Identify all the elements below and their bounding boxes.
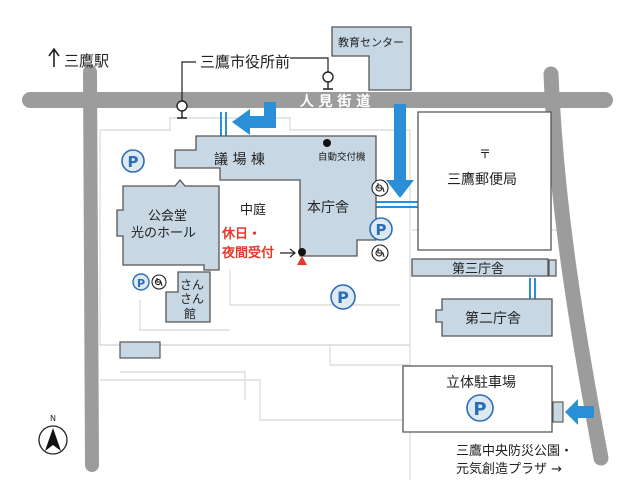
- annex-3: 第三庁舎: [411, 258, 557, 277]
- education-center-label: 教育センター: [338, 35, 404, 49]
- annex-2: 第二庁舎: [435, 298, 553, 337]
- bus-stop-icon: [322, 71, 334, 90]
- road-right: [543, 66, 609, 466]
- reception-marker: [298, 248, 306, 256]
- annex3-label: 第三庁舎: [452, 262, 504, 277]
- wheelchair-icon: [371, 244, 389, 262]
- svg-text:P: P: [376, 221, 387, 239]
- street-label: 人 見 街 道: [300, 93, 371, 110]
- parking-icon: P: [330, 284, 356, 310]
- kiosk-label: 自動交付機: [318, 151, 366, 163]
- sansan-kan: さん さん 館: [165, 271, 211, 323]
- holiday-label-2: 夜間受付: [221, 245, 274, 261]
- sansan-label-2: さん: [180, 292, 204, 306]
- kiosk-marker: [323, 139, 331, 147]
- entry-arrow-icon: [232, 102, 276, 135]
- svg-text:P: P: [473, 399, 486, 420]
- parking-markers: P P P P P: [121, 149, 494, 422]
- city-hall-bus-stop: 三鷹市役所前: [176, 53, 334, 119]
- sansan-label-1: さん: [180, 278, 204, 292]
- svg-text:P: P: [137, 277, 145, 290]
- north-compass: N: [38, 414, 68, 455]
- annex2-label: 第二庁舎: [465, 310, 521, 327]
- city-hall-complex: [174, 135, 377, 257]
- post-office: 〒 三鷹郵便局: [417, 111, 552, 251]
- sansan-label-3: 館: [184, 306, 196, 321]
- up-arrow-icon: [48, 47, 60, 67]
- assembly-label: 議 場 棟: [214, 151, 265, 168]
- parking-icon: P: [466, 394, 494, 422]
- post-symbol: 〒: [479, 147, 491, 161]
- wheelchair-icon: [151, 274, 167, 290]
- hall-label-2: 光のホール: [131, 226, 196, 241]
- public-hall: 公会堂 光のホール: [116, 178, 220, 271]
- parking-icon: P: [121, 149, 145, 173]
- entrance-marker: [297, 256, 307, 265]
- main-building-label: 本庁舎: [307, 200, 349, 216]
- park-label-2: 元気創造プラザ →: [456, 461, 562, 477]
- park-label-1: 三鷹中央防災公園・: [456, 443, 573, 459]
- svg-text:P: P: [337, 288, 349, 307]
- holiday-label-1: 休日・: [221, 226, 261, 242]
- post-office-label: 三鷹郵便局: [447, 172, 517, 188]
- bus-stop-icon: [176, 100, 188, 119]
- svg-text:P: P: [128, 153, 139, 171]
- station-direction: 三鷹駅: [48, 47, 109, 70]
- parking-icon: P: [369, 217, 393, 241]
- hall-label-1: 公会堂: [148, 209, 187, 224]
- north-label: N: [50, 414, 56, 423]
- roads: [22, 65, 613, 472]
- parking-icon: P: [132, 273, 150, 291]
- grounds-outline: [99, 117, 560, 480]
- station-label: 三鷹駅: [64, 52, 109, 70]
- road-left: [83, 65, 99, 472]
- education-center: 教育センター: [331, 26, 412, 91]
- entry-arrow-icon: [565, 399, 594, 425]
- wheelchair-icon: [371, 179, 389, 197]
- small-building: [119, 341, 161, 359]
- bus-stop-label: 三鷹市役所前: [200, 53, 290, 71]
- accessibility-markers: [151, 179, 389, 290]
- garage-label: 立体駐車場: [446, 374, 516, 391]
- access-arrows: [232, 102, 594, 425]
- courtyard-label: 中庭: [240, 202, 266, 218]
- entry-arrow-icon: [386, 104, 414, 198]
